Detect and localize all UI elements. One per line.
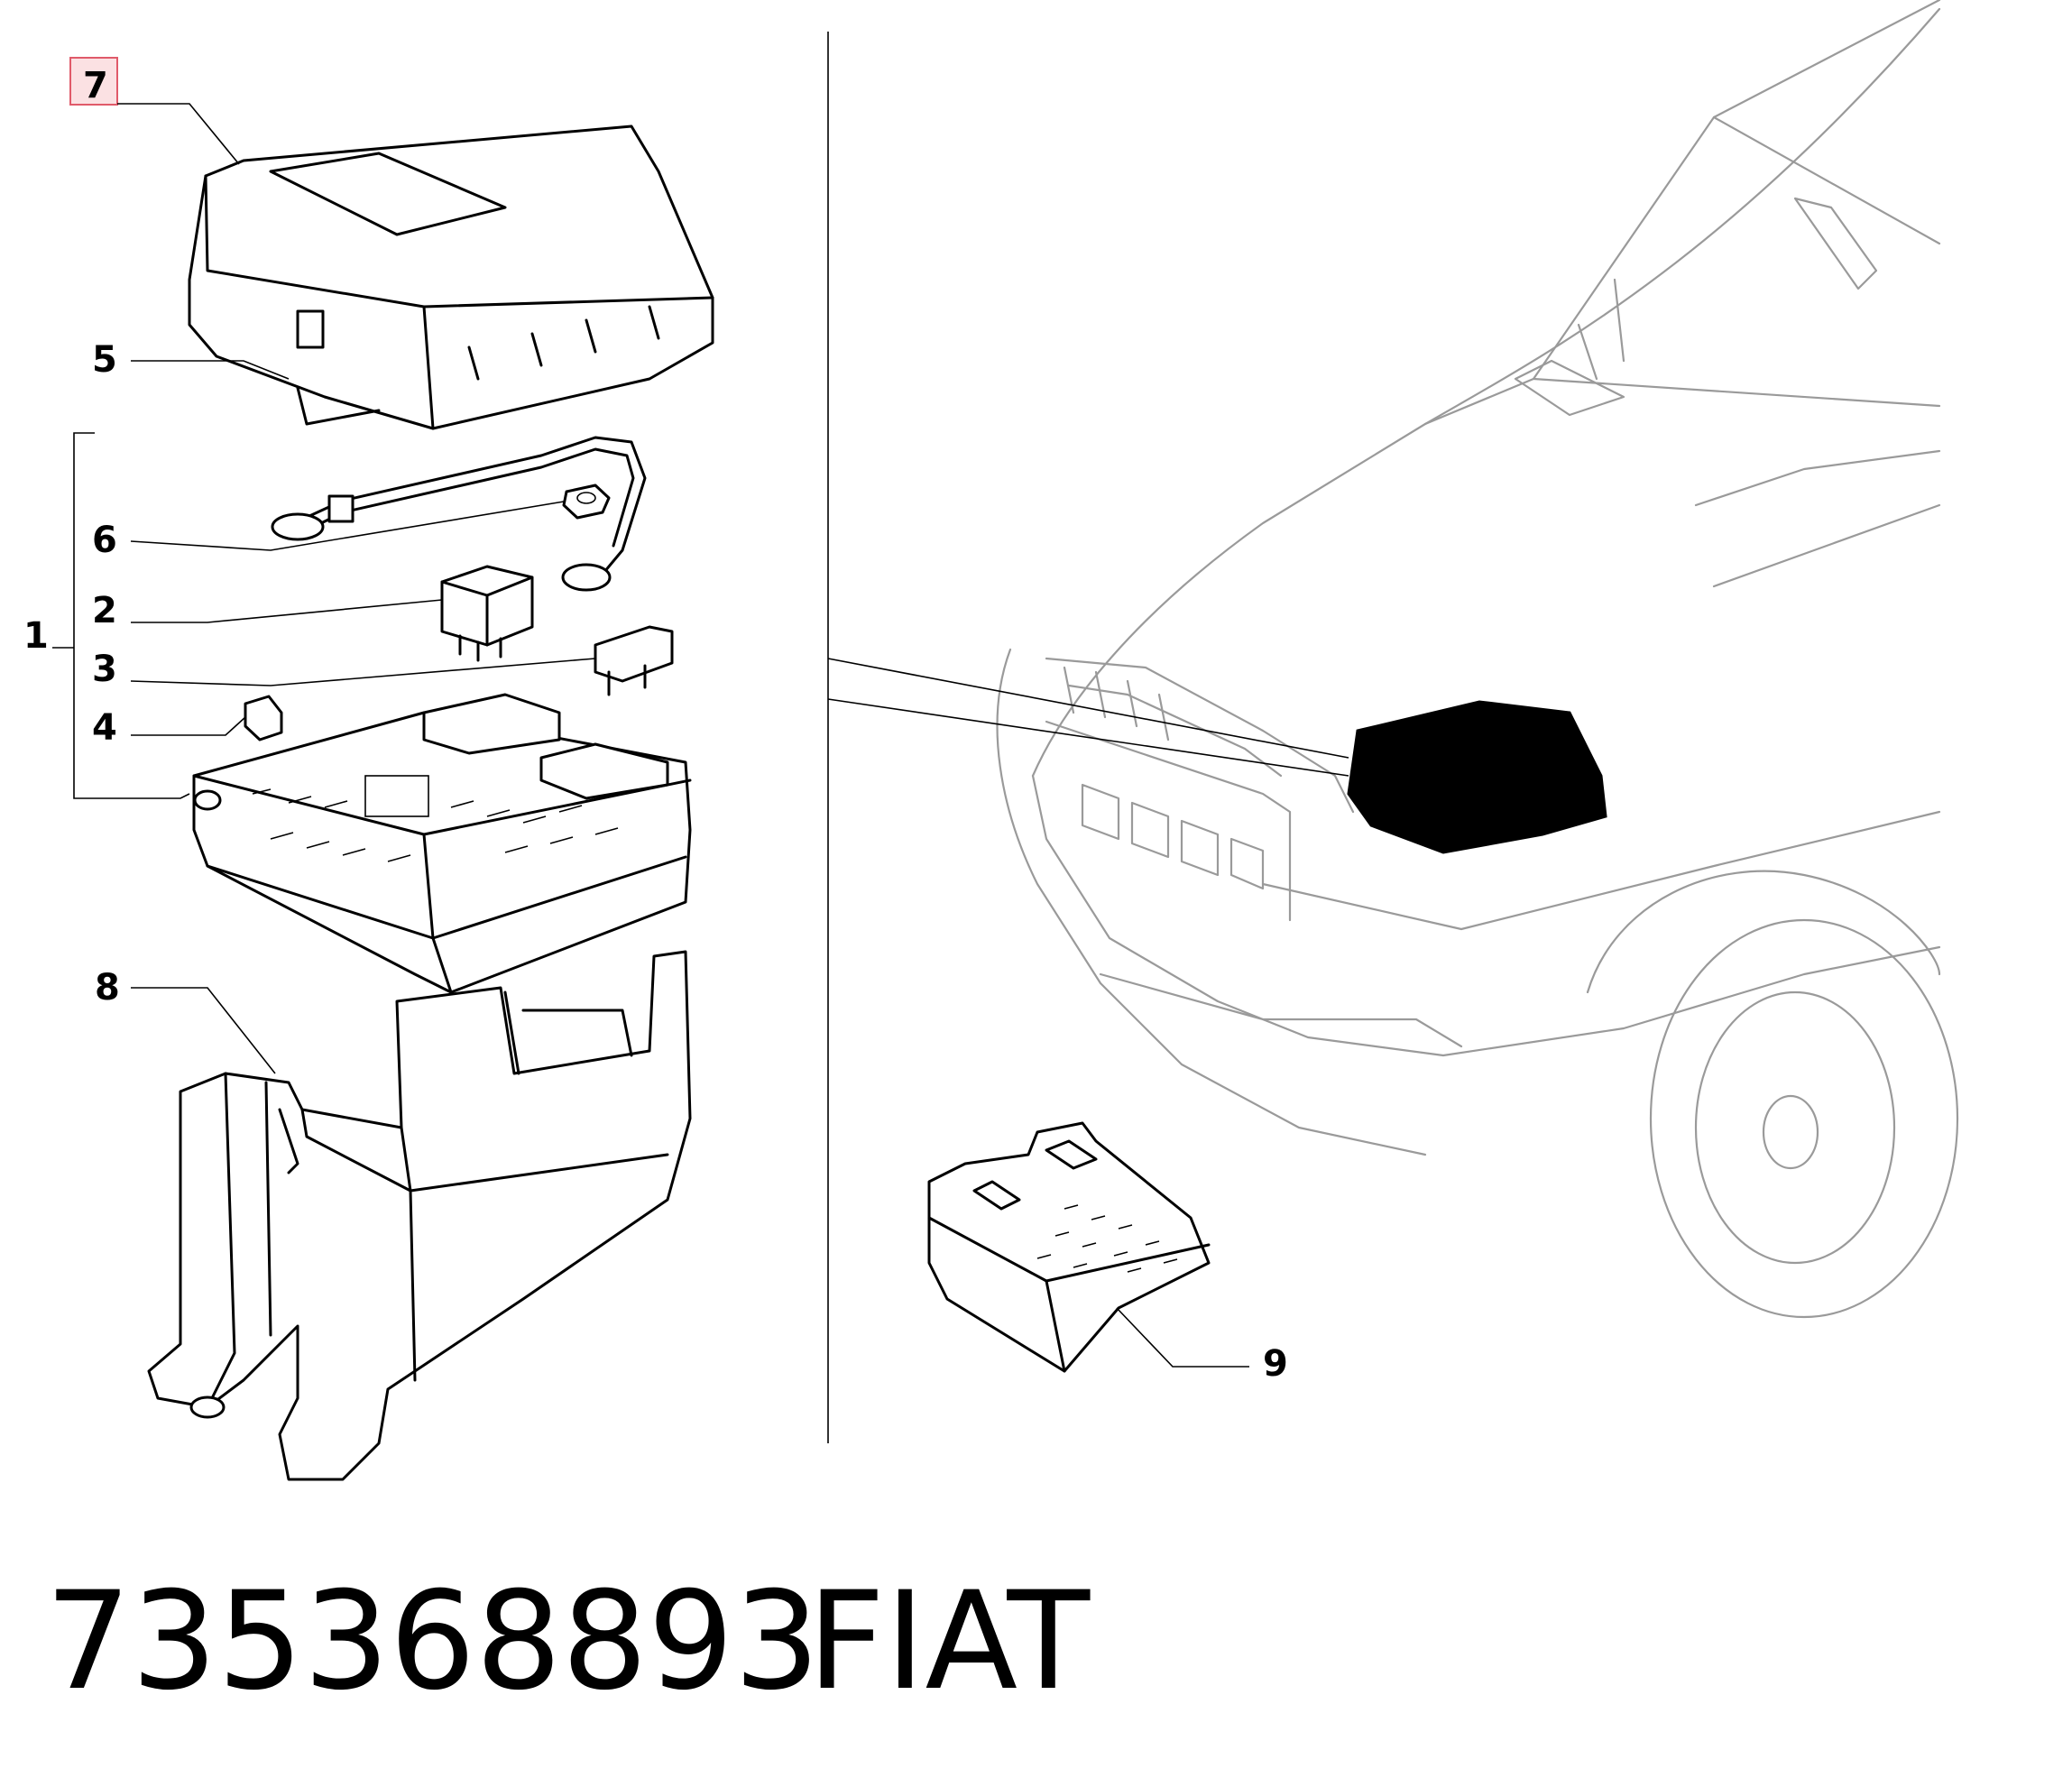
leader-9 xyxy=(1116,1307,1249,1368)
callout-2: 2 xyxy=(92,590,117,631)
leader-6 xyxy=(130,501,565,551)
control-unit xyxy=(927,1121,1211,1373)
callout-4: 4 xyxy=(92,707,117,749)
location-pointer-top xyxy=(827,658,1349,759)
leader-7 xyxy=(117,103,240,165)
fuse-box-location-marker xyxy=(1347,700,1607,854)
part-number: 735368893 xyxy=(45,1563,820,1720)
fuse-box-body xyxy=(192,693,692,994)
bracket-1 xyxy=(73,432,190,799)
fuse-box-cover xyxy=(188,124,714,430)
callout-3: 3 xyxy=(92,649,117,690)
callout-7: 7 xyxy=(83,65,108,106)
callout-8: 8 xyxy=(95,967,120,1009)
leader-3 xyxy=(130,658,596,686)
relay xyxy=(440,565,534,662)
callout-6: 6 xyxy=(92,520,117,561)
maxi-fuse xyxy=(594,625,674,696)
leader-8 xyxy=(131,987,276,1074)
mini-fuse xyxy=(244,695,283,742)
callout-5: 5 xyxy=(92,339,117,381)
brand-name: FIAT xyxy=(807,1563,1091,1720)
callout-1: 1 xyxy=(23,615,49,657)
callout-9: 9 xyxy=(1263,1343,1288,1385)
callout-7-highlight xyxy=(69,57,118,106)
nut xyxy=(562,484,611,520)
leader-4 xyxy=(131,716,246,736)
leader-5 xyxy=(131,360,290,380)
ground-cable xyxy=(271,436,647,592)
location-pointer-bottom xyxy=(827,698,1349,777)
vehicle-outline xyxy=(996,0,1959,1319)
fuse-box-bracket xyxy=(147,950,692,1481)
leader-2 xyxy=(131,599,443,623)
